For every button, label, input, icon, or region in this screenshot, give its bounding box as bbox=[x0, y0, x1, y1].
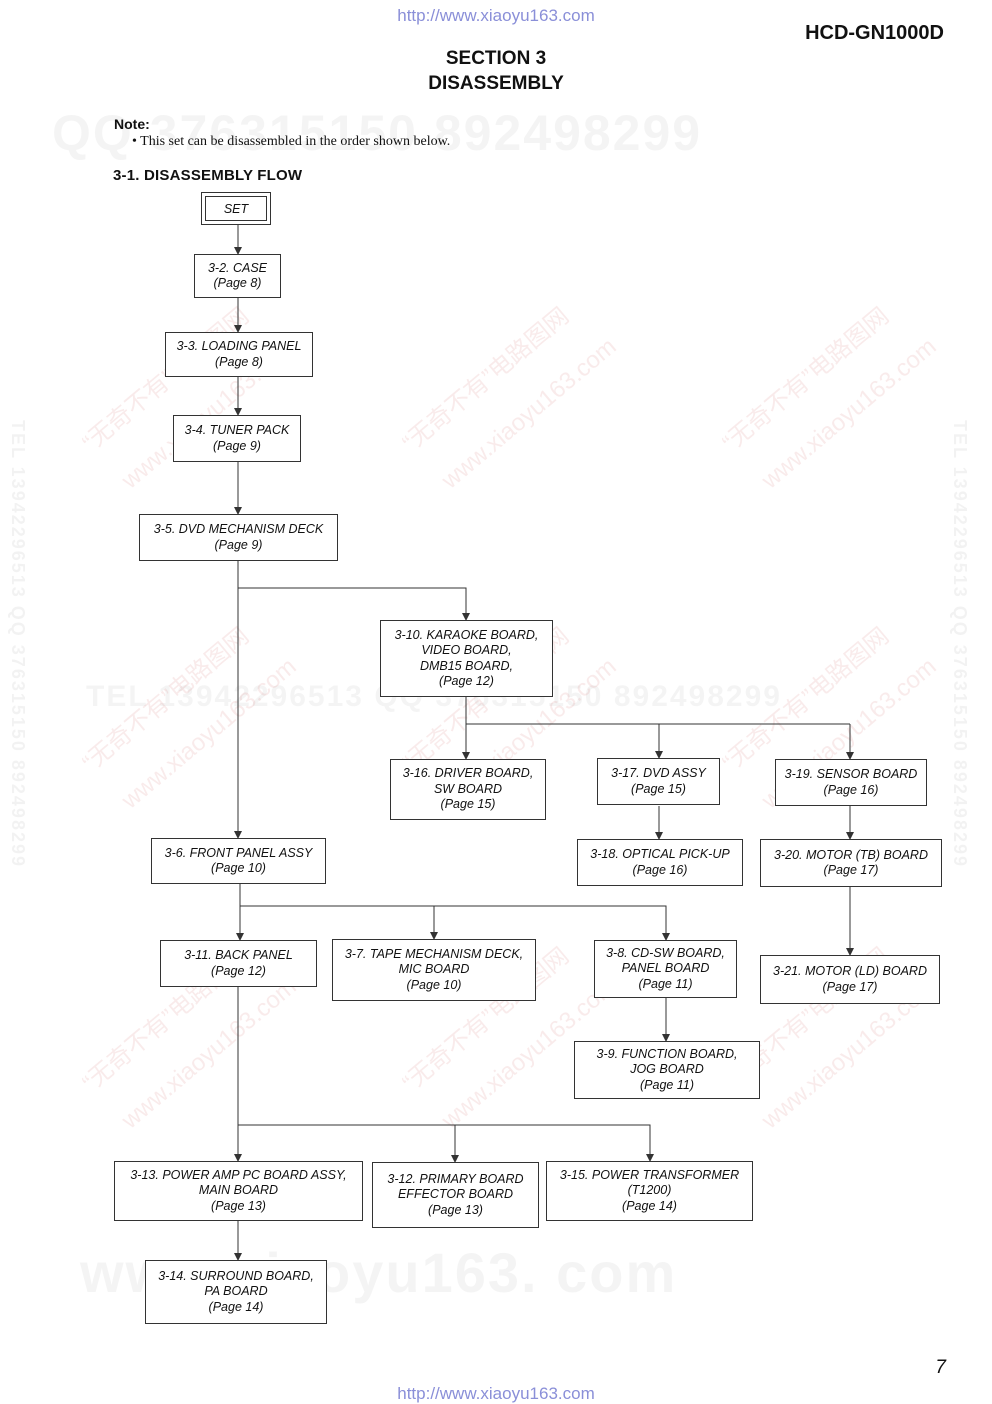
box-title: 3-19. SENSOR BOARD bbox=[784, 767, 918, 781]
box-title: 3-21. MOTOR (LD) BOARD bbox=[773, 964, 927, 978]
box-page: (Page 15) bbox=[631, 781, 686, 796]
box-line: MAIN BOARD bbox=[198, 1183, 279, 1198]
box-title: 3-12. PRIMARY BOARD bbox=[387, 1171, 524, 1186]
box-line: MIC BOARD bbox=[398, 962, 470, 977]
box-line: JOG BOARD bbox=[630, 1062, 704, 1077]
note-heading: Note: bbox=[114, 116, 150, 132]
flow-box-cd-sw-board: 3-8. CD-SW BOARD, PANEL BOARD (Page 11) bbox=[594, 940, 737, 998]
box-title: 3-15. POWER TRANSFORMER bbox=[559, 1167, 740, 1182]
box-page: (Page 8) bbox=[215, 354, 263, 369]
box-title: 3-8. CD-SW BOARD, bbox=[606, 945, 725, 960]
box-page: (Page 16) bbox=[823, 782, 879, 797]
box-page: (Page 14) bbox=[622, 1198, 677, 1213]
flow-box-power-amp-board: 3-13. POWER AMP PC BOARD ASSY, MAIN BOAR… bbox=[114, 1161, 363, 1221]
box-page: (Page 9) bbox=[213, 438, 261, 453]
box-page: (Page 9) bbox=[214, 537, 263, 552]
box-page: (Page 12) bbox=[211, 963, 266, 978]
set-label: SET bbox=[205, 196, 267, 221]
box-page: (Page 16) bbox=[632, 862, 688, 877]
box-title: 3-17. DVD ASSY bbox=[611, 766, 706, 780]
page-number: 7 bbox=[935, 1357, 946, 1378]
box-title: 3-9. FUNCTION BOARD, bbox=[596, 1046, 738, 1061]
flow-box-loading-panel: 3-3. LOADING PANEL (Page 8) bbox=[165, 332, 313, 377]
box-line: SW BOARD bbox=[433, 781, 503, 796]
flow-box-surround-board: 3-14. SURROUND BOARD, PA BOARD (Page 14) bbox=[145, 1260, 327, 1324]
flow-box-karaoke-board: 3-10. KARAOKE BOARD, VIDEO BOARD, DMB15 … bbox=[380, 620, 553, 697]
flow-box-case: 3-2. CASE (Page 8) bbox=[194, 254, 281, 298]
flow-box-driver-board: 3-16. DRIVER BOARD, SW BOARD (Page 15) bbox=[390, 759, 546, 820]
box-line: DMB15 BOARD, bbox=[419, 658, 514, 673]
flow-box-motor-ld-board: 3-21. MOTOR (LD) BOARD (Page 17) bbox=[760, 955, 940, 1004]
box-page: (Page 11) bbox=[638, 976, 693, 991]
note-text: • This set can be disassembled in the or… bbox=[132, 134, 451, 149]
box-page: (Page 8) bbox=[213, 276, 262, 290]
source-url-bottom[interactable]: http://www.xiaoyu163.com bbox=[397, 1384, 595, 1403]
box-page: (Page 10) bbox=[406, 977, 462, 992]
box-title: 3-2. CASE bbox=[207, 260, 268, 275]
box-line: EFFECTOR BOARD bbox=[397, 1187, 514, 1202]
page-title: DISASSEMBLY bbox=[428, 73, 564, 94]
box-title: 3-18. OPTICAL PICK-UP bbox=[590, 847, 730, 861]
box-title: 3-4. TUNER PACK bbox=[184, 423, 290, 437]
box-page: (Page 15) bbox=[440, 797, 496, 812]
flow-box-back-panel: 3-11. BACK PANEL (Page 12) bbox=[160, 940, 317, 987]
flow-box-tuner-pack: 3-4. TUNER PACK (Page 9) bbox=[173, 415, 301, 462]
box-page: (Page 17) bbox=[822, 979, 878, 994]
set-box: SET bbox=[201, 192, 271, 225]
flow-box-sensor-board: 3-19. SENSOR BOARD (Page 16) bbox=[775, 759, 927, 806]
flow-heading: 3-1. DISASSEMBLY FLOW bbox=[113, 167, 303, 184]
box-title: 3-13. POWER AMP PC BOARD ASSY, bbox=[130, 1167, 347, 1182]
box-title: 3-5. DVD MECHANISM DECK bbox=[153, 522, 324, 536]
box-page: (Page 14) bbox=[208, 1299, 264, 1314]
box-line: (T1200) bbox=[627, 1183, 672, 1198]
flow-box-tape-mechanism-deck: 3-7. TAPE MECHANISM DECK, MIC BOARD (Pag… bbox=[332, 939, 536, 1001]
box-title: 3-14. SURROUND BOARD, bbox=[158, 1268, 314, 1283]
source-url-top[interactable]: http://www.xiaoyu163.com bbox=[397, 6, 595, 25]
box-title: 3-3. LOADING PANEL bbox=[176, 339, 302, 353]
box-line: PA BOARD bbox=[204, 1284, 268, 1299]
box-title: 3-10. KARAOKE BOARD, bbox=[394, 627, 539, 642]
flow-box-optical-pickup: 3-18. OPTICAL PICK-UP (Page 16) bbox=[577, 839, 743, 886]
flow-box-primary-board: 3-12. PRIMARY BOARD EFFECTOR BOARD (Page… bbox=[372, 1162, 539, 1228]
box-page: (Page 10) bbox=[211, 861, 266, 875]
flow-box-motor-tb-board: 3-20. MOTOR (TB) BOARD (Page 17) bbox=[760, 839, 942, 887]
flow-box-function-board: 3-9. FUNCTION BOARD, JOG BOARD (Page 11) bbox=[574, 1041, 760, 1099]
flow-box-dvd-mechanism-deck: 3-5. DVD MECHANISM DECK (Page 9) bbox=[139, 514, 338, 561]
flow-box-front-panel-assy: 3-6. FRONT PANEL ASSY (Page 10) bbox=[151, 838, 326, 884]
box-line: PANEL BOARD bbox=[621, 961, 710, 976]
box-page: (Page 13) bbox=[211, 1198, 266, 1213]
box-title: 3-20. MOTOR (TB) BOARD bbox=[774, 847, 928, 862]
section-number: SECTION 3 bbox=[445, 48, 547, 69]
box-page: (Page 17) bbox=[823, 863, 879, 877]
box-title: 3-7. TAPE MECHANISM DECK, bbox=[344, 946, 524, 961]
model-number: HCD-GN1000D bbox=[805, 22, 944, 44]
flow-box-dvd-assy: 3-17. DVD ASSY (Page 15) bbox=[597, 758, 720, 805]
box-title: 3-6. FRONT PANEL ASSY bbox=[164, 845, 313, 860]
box-page: (Page 12) bbox=[439, 674, 494, 688]
box-page: (Page 11) bbox=[640, 1077, 694, 1092]
watermark-qq: QQ 376315150 892498299 bbox=[52, 104, 702, 162]
flow-box-power-transformer: 3-15. POWER TRANSFORMER (T1200) (Page 14… bbox=[546, 1161, 753, 1221]
box-page: (Page 13) bbox=[428, 1202, 483, 1217]
box-title: 3-11. BACK PANEL bbox=[184, 948, 293, 962]
box-line: VIDEO BOARD, bbox=[421, 643, 512, 657]
box-title: 3-16. DRIVER BOARD, bbox=[402, 766, 534, 781]
